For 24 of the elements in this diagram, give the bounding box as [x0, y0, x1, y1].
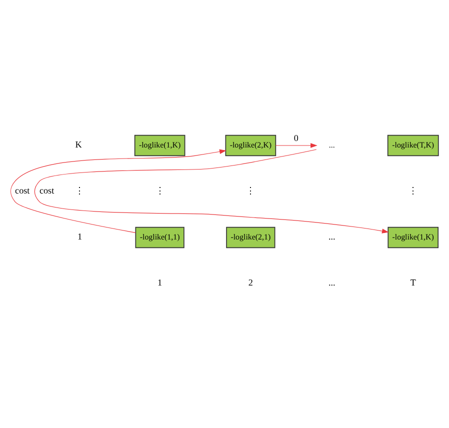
edge-label: cost: [39, 185, 54, 196]
label: T: [410, 277, 416, 288]
label: 1: [158, 277, 162, 288]
node-box: -loglike(1,K): [388, 226, 439, 248]
label: 2: [248, 277, 253, 288]
edge-label: cost: [15, 185, 30, 196]
label: ...: [328, 231, 336, 242]
node-box: -loglike(2,K): [225, 134, 276, 156]
label: ⋮: [408, 185, 418, 196]
label: K: [75, 139, 82, 150]
arrow: [10, 148, 226, 232]
label: 1: [77, 231, 82, 242]
label: ⋮: [75, 185, 84, 196]
edge-label: 0: [294, 132, 298, 142]
label: ⋮: [246, 185, 256, 196]
label: ...: [328, 277, 336, 288]
node-box: -loglike(1,K): [134, 134, 186, 156]
node-text: ...: [328, 140, 335, 150]
label: ⋮: [155, 185, 164, 196]
arrow: [34, 148, 389, 233]
node-box: -loglike(1,1): [135, 226, 184, 248]
arrow: [275, 142, 318, 148]
node-box: -loglike(T,K): [387, 134, 439, 156]
node-box: -loglike(2,1): [226, 226, 276, 248]
